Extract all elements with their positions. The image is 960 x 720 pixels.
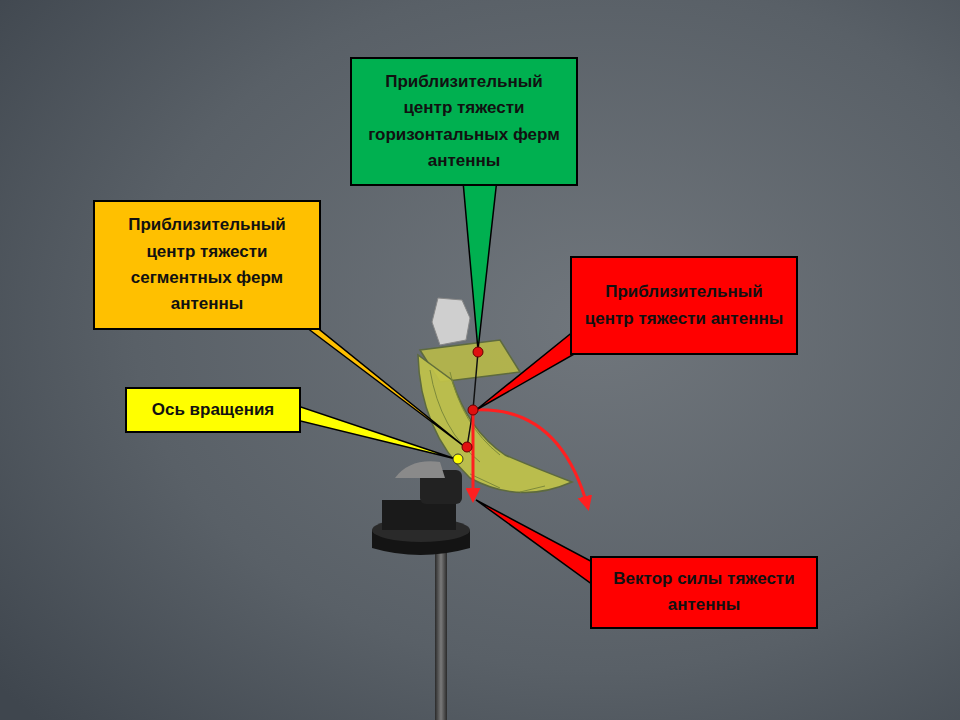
rotation-arrow xyxy=(473,410,588,508)
callout-box: Ось вращения xyxy=(125,387,301,433)
callout-text: Вектор силы тяжести антенны xyxy=(604,566,804,619)
callout-box: Приблизительный центр тяжести сегментных… xyxy=(93,200,321,330)
mount-bracket xyxy=(395,461,445,478)
callout-text: Ось вращения xyxy=(152,397,275,423)
callout-text: Приблизительный центр тяжести антенны xyxy=(584,279,784,332)
mount-body xyxy=(382,500,456,530)
centre-dot xyxy=(462,442,472,452)
callout-text: Приблизительный центр тяжести горизонтал… xyxy=(364,69,564,174)
callout-box: Приблизительный центр тяжести антенны xyxy=(570,256,798,355)
segment-trusses xyxy=(418,355,572,493)
callout-pointer xyxy=(280,400,456,459)
truss-hatching xyxy=(430,370,545,492)
callout-text: Приблизительный центр тяжести сегментных… xyxy=(107,212,307,317)
callout-pointer xyxy=(476,500,600,590)
callout-box: Приблизительный центр тяжести горизонтал… xyxy=(350,57,578,186)
support-rod xyxy=(435,545,447,720)
axis-dot xyxy=(453,454,463,464)
centre-dot xyxy=(468,405,478,415)
callout-pointer xyxy=(462,170,498,350)
antenna-feed-block xyxy=(432,298,470,345)
centre-dot xyxy=(473,347,483,357)
gravity-vector xyxy=(472,410,475,500)
callout-box: Вектор силы тяжести антенны xyxy=(590,556,818,629)
